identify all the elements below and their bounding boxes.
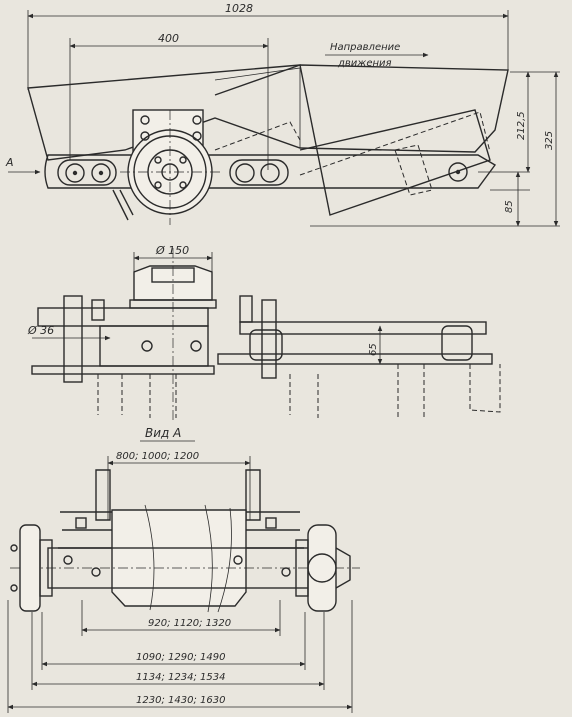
dim-row2: 1090; 1290; 1490 [136, 652, 225, 663]
dim-gap: 65 [368, 343, 379, 356]
dim-row1: 920; 1120; 1320 [148, 618, 231, 629]
dim-bottom: 85 [504, 200, 515, 213]
dim-height-b: 325 [544, 131, 555, 150]
direction-line1: Направление [330, 42, 400, 53]
dim-pivot: 400 [158, 32, 179, 45]
dim-row3: 1134; 1234; 1534 [136, 672, 225, 683]
dim-width: 800; 1000; 1200 [116, 451, 199, 462]
direction-line2: движения [337, 58, 392, 69]
dim-shaft: Ø 36 [27, 324, 54, 337]
bottom-view: Вид А 800; 1000; 1200 [7, 426, 360, 713]
dim-total-length: 1028 [225, 2, 253, 15]
dim-row4: 1230; 1430; 1630 [136, 695, 225, 706]
middle-view: Ø 150 Ø 36 65 [27, 244, 501, 420]
dim-height-a: 212,5 [516, 111, 527, 140]
view-title: Вид А [145, 426, 181, 440]
top-view: 1028 400 Направление движения [5, 2, 560, 227]
view-marker: A [5, 156, 14, 169]
dim-diameter: Ø 150 [155, 244, 189, 257]
